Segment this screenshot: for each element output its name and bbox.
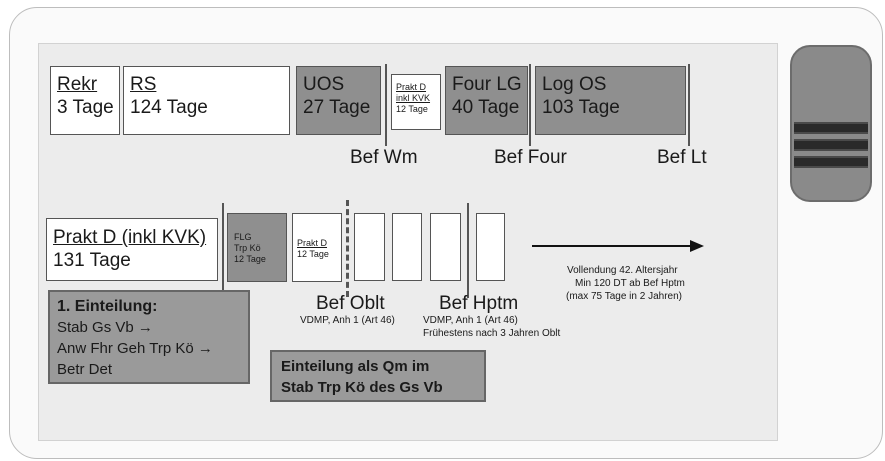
prakt-d-days: 12 Tage <box>396 104 428 114</box>
einteilung-line-3: Betr Det <box>57 361 113 378</box>
blank-box-4 <box>476 213 505 281</box>
prakt-d-2-label: Prakt D <box>297 238 328 248</box>
qm-line-2: Stab Trp Kö des Gs Vb <box>281 379 443 396</box>
bef-hptm-label: Bef Hptm <box>439 293 519 314</box>
uos-days: 27 Tage <box>303 97 371 118</box>
insignia-stripe-1 <box>794 122 868 134</box>
blank-box-2 <box>392 213 422 281</box>
bef-wm-label: Bef Wm <box>350 147 418 168</box>
uos-box: UOS 27 Tage <box>296 66 381 135</box>
einteilung-line-1: Stab Gs Vb → <box>57 319 153 336</box>
qm-box: Einteilung als Qm im Stab Trp Kö des Gs … <box>270 350 486 402</box>
four-lg-title: Four LG <box>452 74 522 95</box>
arrow-icon <box>532 240 704 252</box>
divider-row2-start <box>222 203 224 298</box>
arrow-note-1: Vollendung 42. Altersjahr <box>567 265 678 276</box>
einteilung-title: 1. Einteilung: <box>57 298 158 315</box>
prakt-d-kvk-box: Prakt D (inkl KVK) 131 Tage <box>46 218 218 281</box>
rekr-title: Rekr <box>57 74 98 95</box>
rs-days: 124 Tage <box>130 97 208 118</box>
arrow-note-3: (max 75 Tage in 2 Jahren) <box>566 291 682 302</box>
log-os-box: Log OS 103 Tage <box>535 66 686 135</box>
blank-box-3 <box>430 213 461 281</box>
log-os-days: 103 Tage <box>542 97 620 118</box>
flg-box: FLG Trp Kö 12 Tage <box>227 213 287 282</box>
rank-insignia-icon <box>790 45 872 202</box>
four-lg-days: 40 Tage <box>452 97 520 118</box>
insignia-stripe-3 <box>794 156 868 168</box>
rekr-days: 3 Tage <box>57 97 114 118</box>
log-os-title: Log OS <box>542 74 607 95</box>
dashed-divider-oblt <box>346 200 349 297</box>
prakt-d-label: Prakt D <box>396 82 427 92</box>
bef-four-label: Bef Four <box>494 147 567 168</box>
arrow-note-2: Min 120 DT ab Bef Hptm <box>575 278 685 289</box>
bef-lt-label: Bef Lt <box>657 147 707 168</box>
einteilung-line-2: Anw Fhr Geh Trp Kö → <box>57 340 213 357</box>
prakt-d-2-box: Prakt D 12 Tage <box>292 213 342 282</box>
hptm-note-2: Frühestens nach 3 Jahren Oblt <box>423 328 561 339</box>
insignia-stripe-2 <box>794 139 868 151</box>
flg-days: 12 Tage <box>234 254 266 264</box>
prakt-d-kvk-days: 131 Tage <box>53 250 131 271</box>
qm-line-1: Einteilung als Qm im <box>281 358 430 375</box>
blank-box-1 <box>354 213 385 281</box>
prakt-d-box: Prakt D inkl KVK 12 Tage <box>391 74 441 130</box>
divider-wm <box>385 64 387 146</box>
four-lg-box: Four LG 40 Tage <box>445 66 528 135</box>
einteilung-box: 1. Einteilung: Stab Gs Vb → Anw Fhr Geh … <box>48 290 250 384</box>
divider-four <box>529 64 531 146</box>
divider-lt <box>688 64 690 146</box>
prakt-d-2-days: 12 Tage <box>297 249 329 259</box>
prakt-d-kvk-title: Prakt D (inkl KVK) <box>53 227 207 248</box>
rs-box: RS 124 Tage <box>123 66 290 135</box>
rs-title: RS <box>130 74 157 95</box>
rekr-box: Rekr 3 Tage <box>50 66 120 135</box>
hptm-note-1: VDMP, Anh 1 (Art 46) <box>423 315 518 326</box>
prakt-d-kvk: inkl KVK <box>396 93 431 103</box>
bef-oblt-label: Bef Oblt <box>316 293 385 314</box>
flg-trp: Trp Kö <box>234 243 261 253</box>
oblt-note: VDMP, Anh 1 (Art 46) <box>300 315 395 326</box>
flg-label: FLG <box>234 232 252 242</box>
uos-title: UOS <box>303 74 345 95</box>
divider-hptm <box>467 203 469 298</box>
